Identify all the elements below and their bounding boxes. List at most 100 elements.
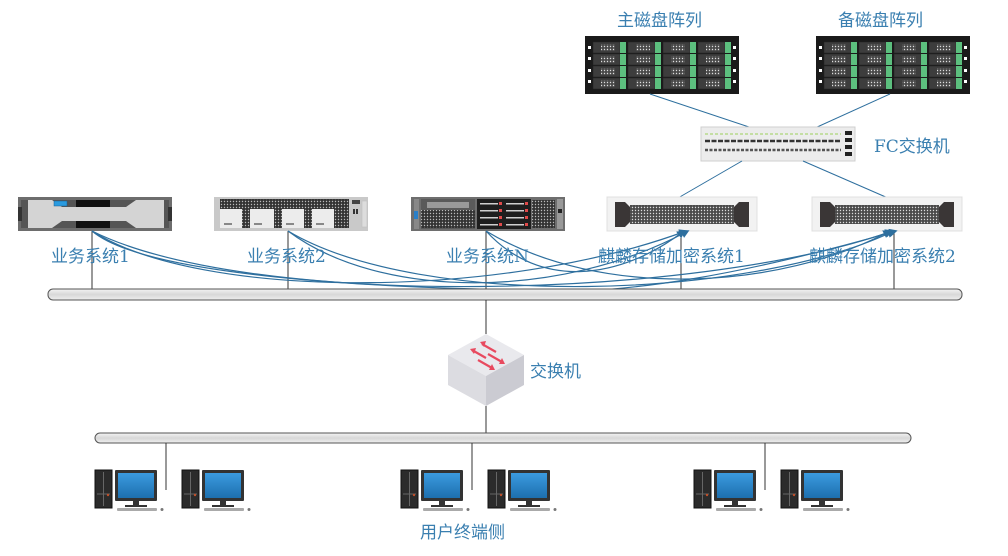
qilin-encryption-2-label: 麒麟存储加密系统2 (809, 247, 956, 267)
disk-status-led (655, 42, 661, 53)
disk-status-led (620, 78, 626, 89)
link-bs2-enc1 (287, 230, 690, 284)
disk-status-led (620, 42, 626, 53)
disk-status-led (886, 66, 892, 77)
business-system-2-label: 业务系统2 (247, 247, 326, 267)
disk-status-led (725, 54, 731, 65)
link-primary-array-fc (649, 93, 753, 129)
user-terminal-4-icon (487, 469, 557, 512)
disk-grill (867, 44, 881, 51)
mount-hole (964, 80, 967, 83)
disk-grill (601, 80, 615, 87)
disk-status-led (620, 54, 626, 65)
mount-hole (588, 57, 591, 60)
link-bs2-enc2 (287, 230, 896, 288)
disk-status-led (690, 42, 696, 53)
disk-status-led (690, 78, 696, 89)
primary-disk-array-icon (585, 36, 739, 94)
disk-status-led (921, 78, 927, 89)
disk-status-led (921, 54, 927, 65)
disk-status-led (956, 42, 962, 53)
disk-grill (636, 80, 650, 87)
backup-disk-array-icon (816, 36, 970, 94)
mount-hole (964, 46, 967, 49)
user-terminal-2-icon (181, 469, 251, 512)
disk-grill (636, 68, 650, 75)
qilin-encryption-1-device-icon (606, 196, 758, 232)
link-fc-encryption-2 (802, 160, 889, 199)
disk-status-led (690, 66, 696, 77)
disk-grill (867, 56, 881, 63)
disk-status-led (956, 66, 962, 77)
qilin-encryption-2-device-icon (811, 196, 963, 232)
disk-grill (601, 44, 615, 51)
disk-status-led (886, 78, 892, 89)
link-bs1-enc1 (91, 229, 688, 284)
upper-network-bus (47, 288, 963, 301)
disk-grill (937, 44, 951, 51)
mount-hole (733, 46, 736, 49)
disk-grill (671, 44, 685, 51)
disk-status-led (690, 54, 696, 65)
disk-grill (902, 44, 916, 51)
disk-status-led (655, 78, 661, 89)
disk-grill (706, 80, 720, 87)
disk-status-led (655, 54, 661, 65)
business-to-encryption-links (91, 228, 898, 293)
disk-grill (601, 68, 615, 75)
link-backup-array-fc (814, 93, 891, 129)
mount-hole (588, 80, 591, 83)
business-system-2-server-icon (214, 197, 368, 231)
mount-hole (819, 80, 822, 83)
primary-disk-array-label: 主磁盘阵列 (617, 11, 702, 31)
disk-status-led (620, 66, 626, 77)
disk-grill (937, 56, 951, 63)
disk-status-led (725, 78, 731, 89)
disk-status-led (886, 42, 892, 53)
mount-hole (964, 69, 967, 72)
disk-grill (902, 68, 916, 75)
user-terminal-3-icon (400, 469, 470, 512)
core-switch-icon (448, 334, 524, 406)
user-terminal-6-icon (780, 469, 850, 512)
disk-status-led (956, 54, 962, 65)
mount-hole (733, 69, 736, 72)
disk-status-led (851, 42, 857, 53)
link-bsn-enc1 (485, 229, 686, 273)
disk-grill (937, 80, 951, 87)
disk-grill (867, 68, 881, 75)
disk-grill (636, 44, 650, 51)
disk-status-led (921, 66, 927, 77)
lower-network-bus (94, 432, 912, 444)
disk-grill (867, 80, 881, 87)
disk-status-led (725, 42, 731, 53)
disk-grill (832, 68, 846, 75)
disk-grill (601, 56, 615, 63)
qilin-encryption-1-label: 麒麟存储加密系统1 (598, 247, 745, 267)
disk-grill (671, 68, 685, 75)
user-terminal-side-label: 用户终端侧 (420, 523, 505, 543)
user-terminal-1-icon (94, 469, 164, 512)
disk-grill (902, 56, 916, 63)
mount-hole (819, 46, 822, 49)
disk-status-led (956, 78, 962, 89)
user-terminal-5-icon (693, 469, 763, 512)
business-system-n-server-icon (411, 197, 565, 231)
mount-hole (733, 80, 736, 83)
mount-hole (588, 69, 591, 72)
disk-status-led (851, 66, 857, 77)
disk-grill (902, 80, 916, 87)
mount-hole (733, 57, 736, 60)
business-system-n-label: 业务系统N (446, 247, 529, 267)
mount-hole (819, 69, 822, 72)
disk-grill (671, 80, 685, 87)
disk-grill (832, 44, 846, 51)
mount-hole (964, 57, 967, 60)
disk-status-led (725, 66, 731, 77)
mount-hole (588, 46, 591, 49)
fc-switch-icon (700, 126, 856, 162)
backup-disk-array-label: 备磁盘阵列 (838, 11, 923, 31)
disk-status-led (851, 78, 857, 89)
business-system-1-server-icon (18, 197, 172, 231)
